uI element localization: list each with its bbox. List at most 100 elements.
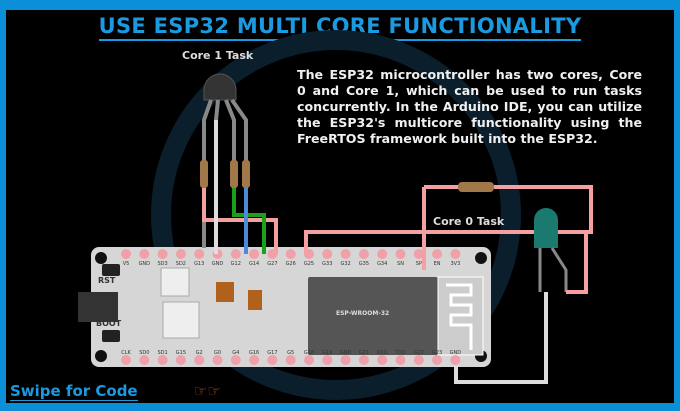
pin-label: G22 <box>413 350 424 356</box>
pin-label: GND <box>449 350 462 356</box>
regulator-chip <box>160 267 190 297</box>
pin-label: G23 <box>431 350 443 356</box>
pin-g15 <box>175 355 186 365</box>
usb-chip <box>162 301 200 339</box>
pin-g23 <box>432 355 443 365</box>
pin-label: GND <box>339 350 352 356</box>
pin-gnd <box>139 249 150 259</box>
pin-sd3 <box>157 249 168 259</box>
rst-label: RST <box>98 276 116 285</box>
pin-label: G33 <box>322 261 333 267</box>
pin-label: SP <box>415 261 422 267</box>
pin-g13 <box>194 249 205 259</box>
watermark <box>151 30 521 400</box>
pin-label: SD3 <box>157 261 168 267</box>
pin-label: G27 <box>267 261 278 267</box>
wire-pink <box>566 232 588 294</box>
boot-button <box>102 330 120 342</box>
pointing-hand-icon: ☞☞ <box>194 382 221 400</box>
pin-label: G4 <box>232 350 240 356</box>
resistor <box>458 182 494 192</box>
pin-label: G16 <box>248 350 260 356</box>
pin-label: G17 <box>267 350 278 356</box>
capacitor <box>248 290 262 310</box>
module-label: ESP-WROOM-32 <box>336 310 390 317</box>
rgb-led <box>203 73 237 101</box>
usb-port <box>78 292 118 322</box>
mount-hole <box>95 350 107 362</box>
circuit-diagram <box>78 30 593 400</box>
pin-en <box>432 249 443 259</box>
wire-green <box>232 188 266 254</box>
pin-label: G18 <box>303 350 315 356</box>
rst-button <box>102 264 120 276</box>
green-led <box>534 208 558 248</box>
pin-label: G0 <box>213 350 222 356</box>
pin-g5 <box>285 355 296 365</box>
pin-label: SD2 <box>175 261 186 267</box>
esp-wroom-module <box>308 277 438 355</box>
pin-g18 <box>304 355 314 365</box>
mount-hole <box>475 252 487 264</box>
pin-g22 <box>413 355 424 365</box>
pin-g17 <box>267 355 278 365</box>
pin-label: SN <box>397 261 404 267</box>
pin-label: G14 <box>248 261 260 267</box>
pin-g14 <box>249 249 260 259</box>
pin-3v3 <box>450 249 461 259</box>
pin-sd2 <box>175 249 186 259</box>
pin-label: CLK <box>121 350 131 356</box>
pin-sp <box>413 249 424 259</box>
pin-g32 <box>340 249 351 259</box>
pin-label: GND <box>211 261 224 267</box>
antenna-trace <box>446 283 473 350</box>
pin-g35 <box>358 249 369 259</box>
pin-label: TXD <box>395 350 406 356</box>
swipe-for-code-link[interactable]: Swipe for Code <box>10 382 138 401</box>
pin-txd <box>395 355 406 365</box>
pin-g34 <box>377 249 388 259</box>
pin-label: G12 <box>230 261 241 267</box>
pin-label: G21 <box>358 350 370 356</box>
pin-label: G32 <box>340 261 351 267</box>
pin-label: EN <box>433 261 441 267</box>
pin-label: SD0 <box>139 350 150 356</box>
pin-label: V5 <box>122 261 130 267</box>
led-legs <box>202 98 248 248</box>
pin-rxd <box>377 355 388 365</box>
pin-g12 <box>230 249 241 259</box>
core0-label: Core 0 Task <box>433 215 505 228</box>
wire-gnd <box>454 292 548 384</box>
pin-label: G15 <box>175 350 187 356</box>
pin-sd0 <box>139 355 150 365</box>
boot-label: BOOT <box>96 319 122 328</box>
mount-hole <box>95 252 107 264</box>
pin-label: G35 <box>358 261 370 267</box>
pin-label: 3V3 <box>450 261 461 267</box>
pin-label: G5 <box>287 350 295 356</box>
pin-gnd <box>450 355 461 365</box>
pin-label: GND <box>138 261 151 267</box>
infographic-panel: USE ESP32 MULTI CORE FUNCTIONALITY <box>6 10 674 403</box>
pin-g16 <box>249 355 260 365</box>
pin-g21 <box>358 355 369 365</box>
led-leg <box>550 247 568 292</box>
pin-label: G13 <box>194 261 205 267</box>
pin-g19 <box>322 355 333 365</box>
pin-g26 <box>285 249 296 259</box>
pin-label: G26 <box>285 261 296 267</box>
pin-v5 <box>121 249 131 259</box>
resistor <box>200 160 250 188</box>
pin-label: G25 <box>303 261 315 267</box>
wire-pink <box>422 185 459 270</box>
pin-label: G34 <box>377 261 388 267</box>
wire-pink <box>202 188 278 254</box>
core1-label: Core 1 Task <box>182 49 254 62</box>
pin-label: G19 <box>322 350 333 356</box>
pin-label: G2 <box>195 350 203 356</box>
pin-g2 <box>194 355 205 365</box>
pin-label: SD1 <box>157 350 168 356</box>
pin-gnd <box>340 355 351 365</box>
pin-label: RXD <box>376 350 388 356</box>
capacitor <box>216 282 234 302</box>
